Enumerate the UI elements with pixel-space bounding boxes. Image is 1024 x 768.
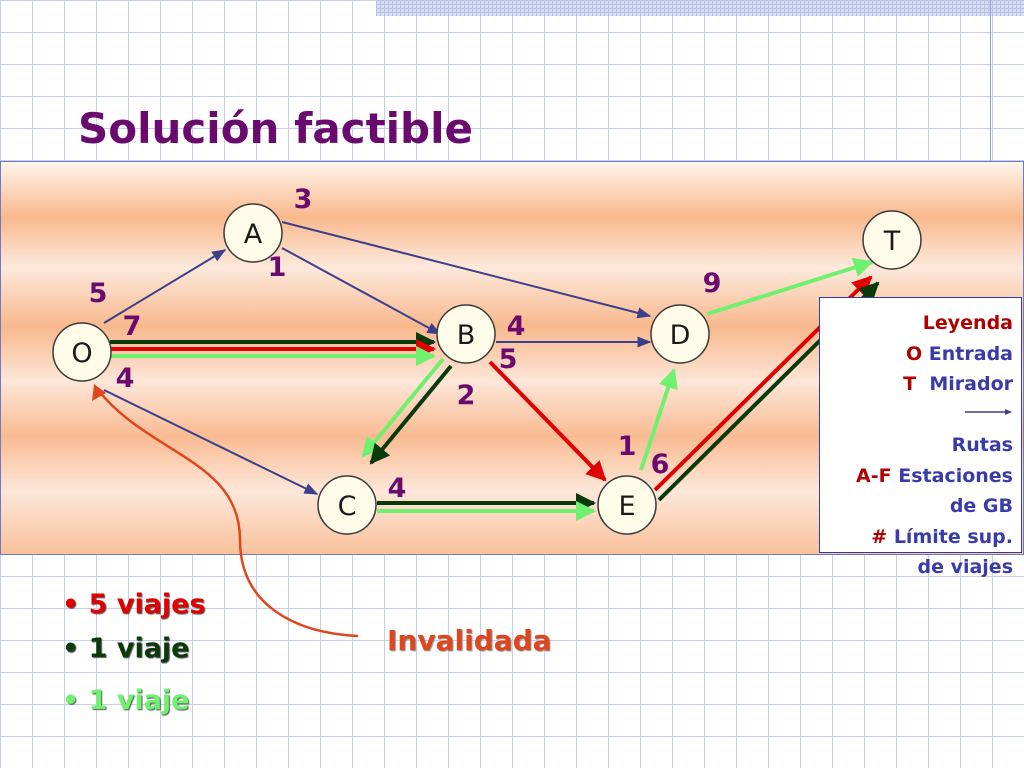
arc-o-c [103,389,319,495]
node-t: T [862,210,922,270]
legend-estaciones: A-F Estaciones [856,464,1013,487]
route-b-c-light-green [361,357,445,458]
svg-text:A: A [244,219,263,250]
legend-mirador: T Mirador [903,373,1013,395]
route-arrow-icon [965,409,1012,415]
route-b-e-red [488,360,607,482]
capacity-b-c: 2 [457,380,476,411]
slide-title: Solución factible [78,104,474,153]
legend-rutas: Rutas [820,400,1013,461]
route-b-c-dark-green [369,364,453,465]
capacity-c-e: 4 [388,473,407,504]
bullet-route-dark-green: • 1 viaje [62,633,190,664]
node-b: B [436,304,496,364]
invalidated-arrowhead [92,384,106,401]
invalidated-arrow [97,389,359,638]
right-rule [990,0,991,162]
capacity-e-t: 6 [651,449,670,480]
route-d-t-light-green [706,257,874,316]
bullet-route-light-green: • 1 viaje [62,685,190,716]
arc-a-b [281,247,442,335]
capacity-d-t: 9 [703,268,722,299]
svg-text:C: C [338,491,357,522]
header-band [376,0,1024,16]
legend-box: Leyenda O Entrada T Mirador Rutas A-F Es… [819,297,1022,578]
legend-limite-2: de viajes [917,556,1013,578]
svg-text:D: D [670,320,691,351]
capacity-o-c: 4 [116,363,135,394]
legend-estaciones-2: de GB [949,495,1013,517]
node-a: A [223,203,283,263]
route-arcs [110,257,880,521]
bullet-route-red: • 5 viajes [62,589,206,620]
network-arcs [103,221,652,495]
capacity-a-b: 1 [268,252,287,283]
route-e-d-light-green [639,368,678,471]
svg-text:E: E [618,491,635,522]
capacity-labels: 5 3 1 7 4 4 5 2 9 1 6 4 [89,184,722,504]
node-d: D [650,304,710,364]
capacity-o-a: 5 [89,278,108,309]
capacity-b-e: 5 [499,344,518,375]
capacity-b-d: 4 [507,311,526,342]
legend-limite: # Límite sup. [871,525,1013,548]
arc-o-a [103,249,227,324]
capacity-o-b: 7 [123,311,142,342]
arc-a-d [281,221,652,319]
capacity-a-d: 3 [294,184,313,215]
node-c: C [317,475,377,535]
node-e: E [597,475,657,535]
network-nodes: O A B C D E T [52,203,922,535]
legend-heading: Leyenda [922,312,1013,334]
svg-text:O: O [71,338,92,369]
invalidated-label: Invalidada [387,624,552,657]
svg-text:T: T [883,226,901,257]
svg-text:B: B [457,320,476,351]
node-o: O [52,322,112,382]
capacity-e-d: 1 [618,431,637,462]
legend-entrada: O Entrada [906,342,1013,365]
